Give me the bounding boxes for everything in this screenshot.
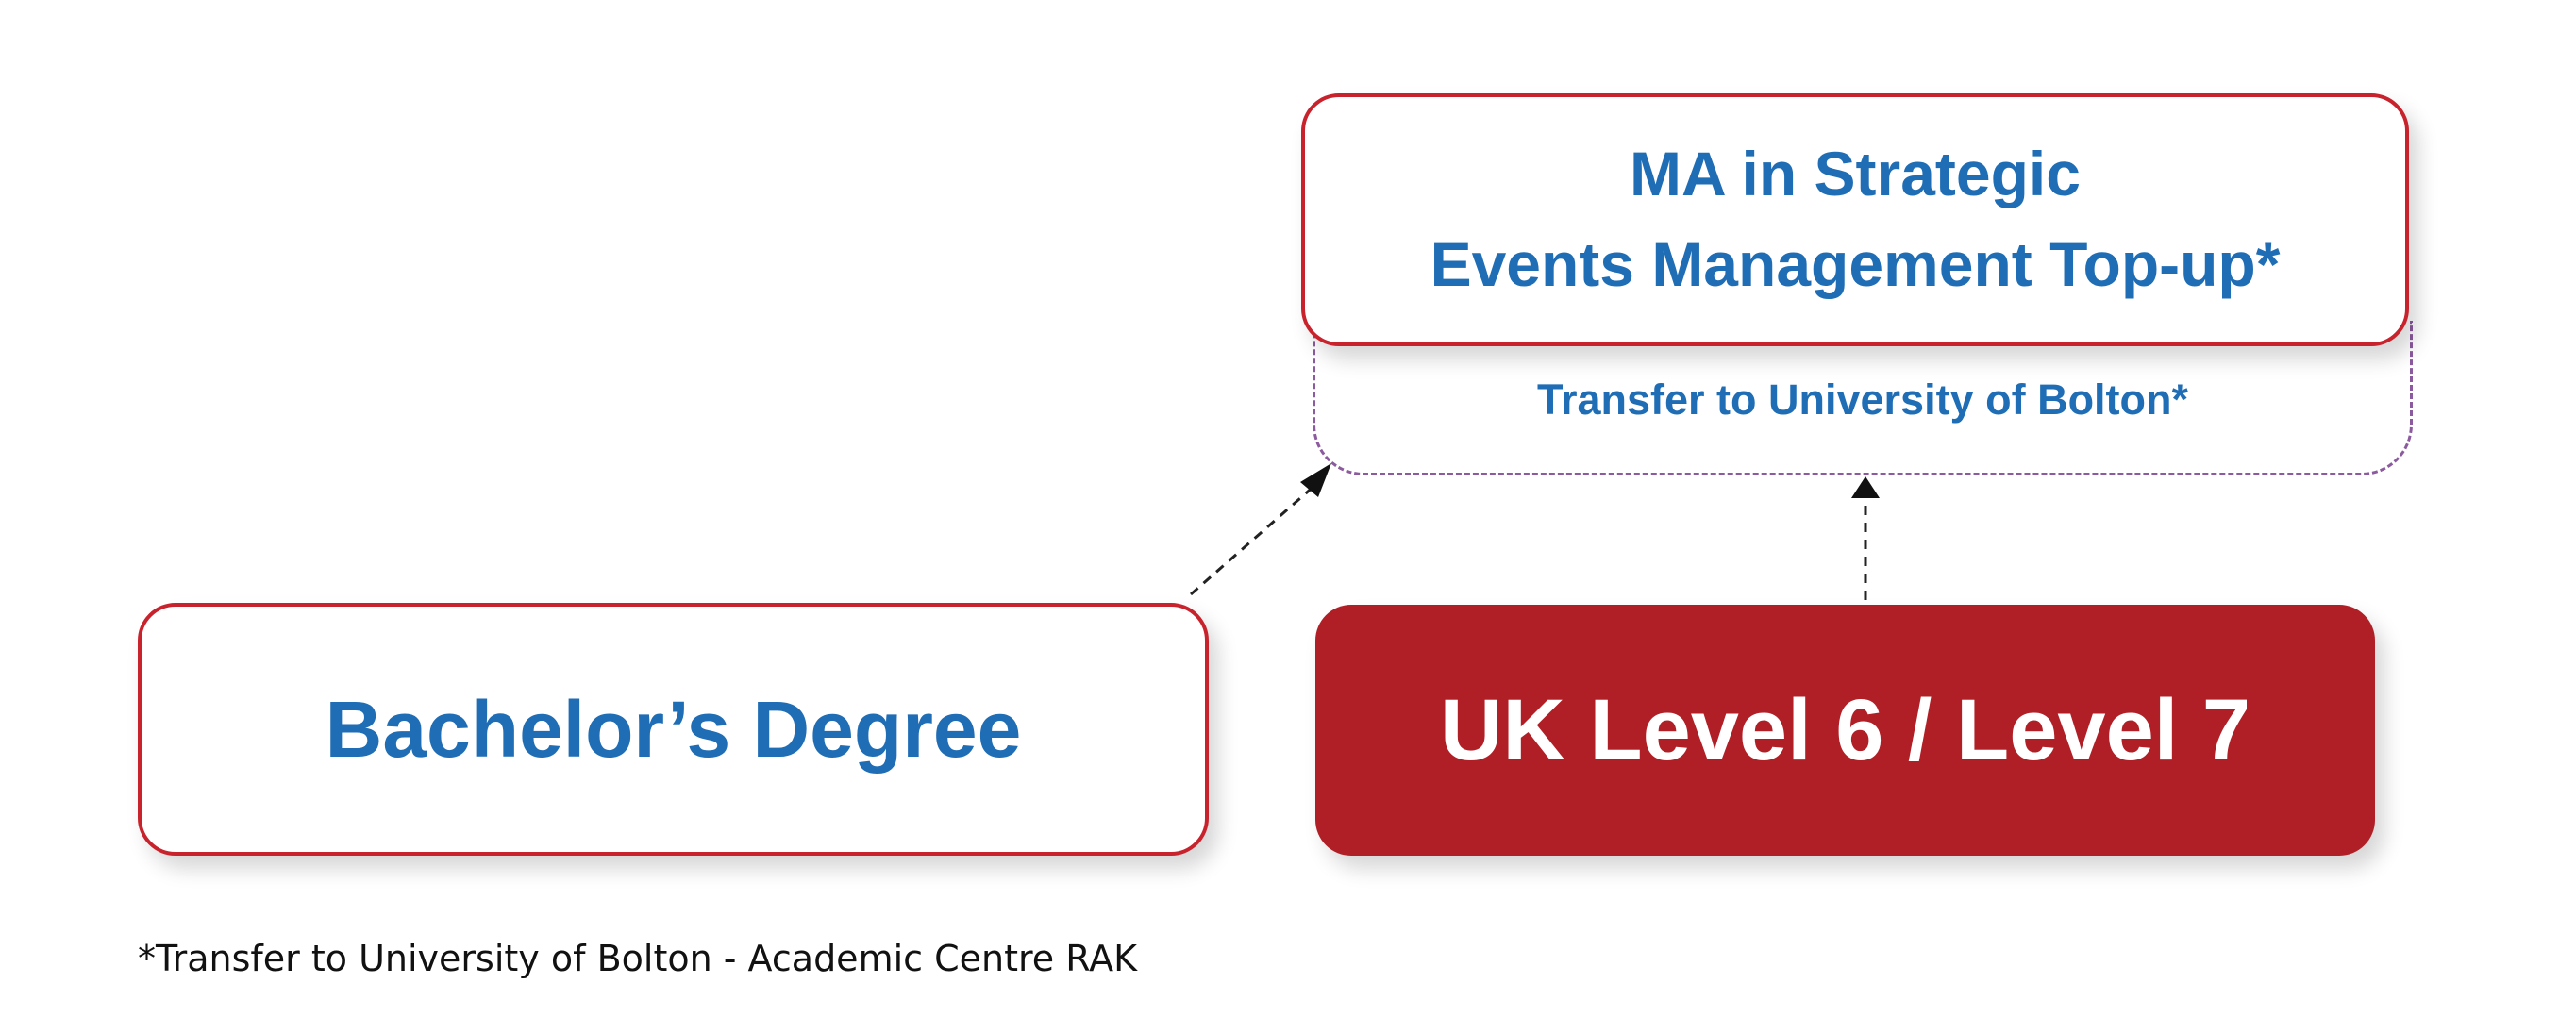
bachelor-to-target-arrowhead xyxy=(1300,463,1331,497)
target-program-box: MA in Strategic Events Management Top-up… xyxy=(1301,93,2409,346)
level-to-target-arrowhead xyxy=(1851,476,1880,498)
uk-level-box: UK Level 6 / Level 7 xyxy=(1315,605,2375,856)
uk-level-label: UK Level 6 / Level 7 xyxy=(1439,681,2251,778)
bachelor-degree-box: Bachelor’s Degree xyxy=(138,603,1209,856)
bachelor-to-target-arrow-line xyxy=(1190,483,1316,596)
target-program-title-line-2: Events Management Top-up* xyxy=(1430,229,2281,299)
transfer-label: Transfer to University of Bolton* xyxy=(1536,375,2189,424)
target-program-title-line-1: MA in Strategic xyxy=(1630,139,2081,209)
bachelor-degree-label: Bachelor’s Degree xyxy=(325,684,1022,774)
transfer-zone-outline xyxy=(1313,321,2413,475)
footnote: *Transfer to University of Bolton - Acad… xyxy=(138,938,1138,979)
